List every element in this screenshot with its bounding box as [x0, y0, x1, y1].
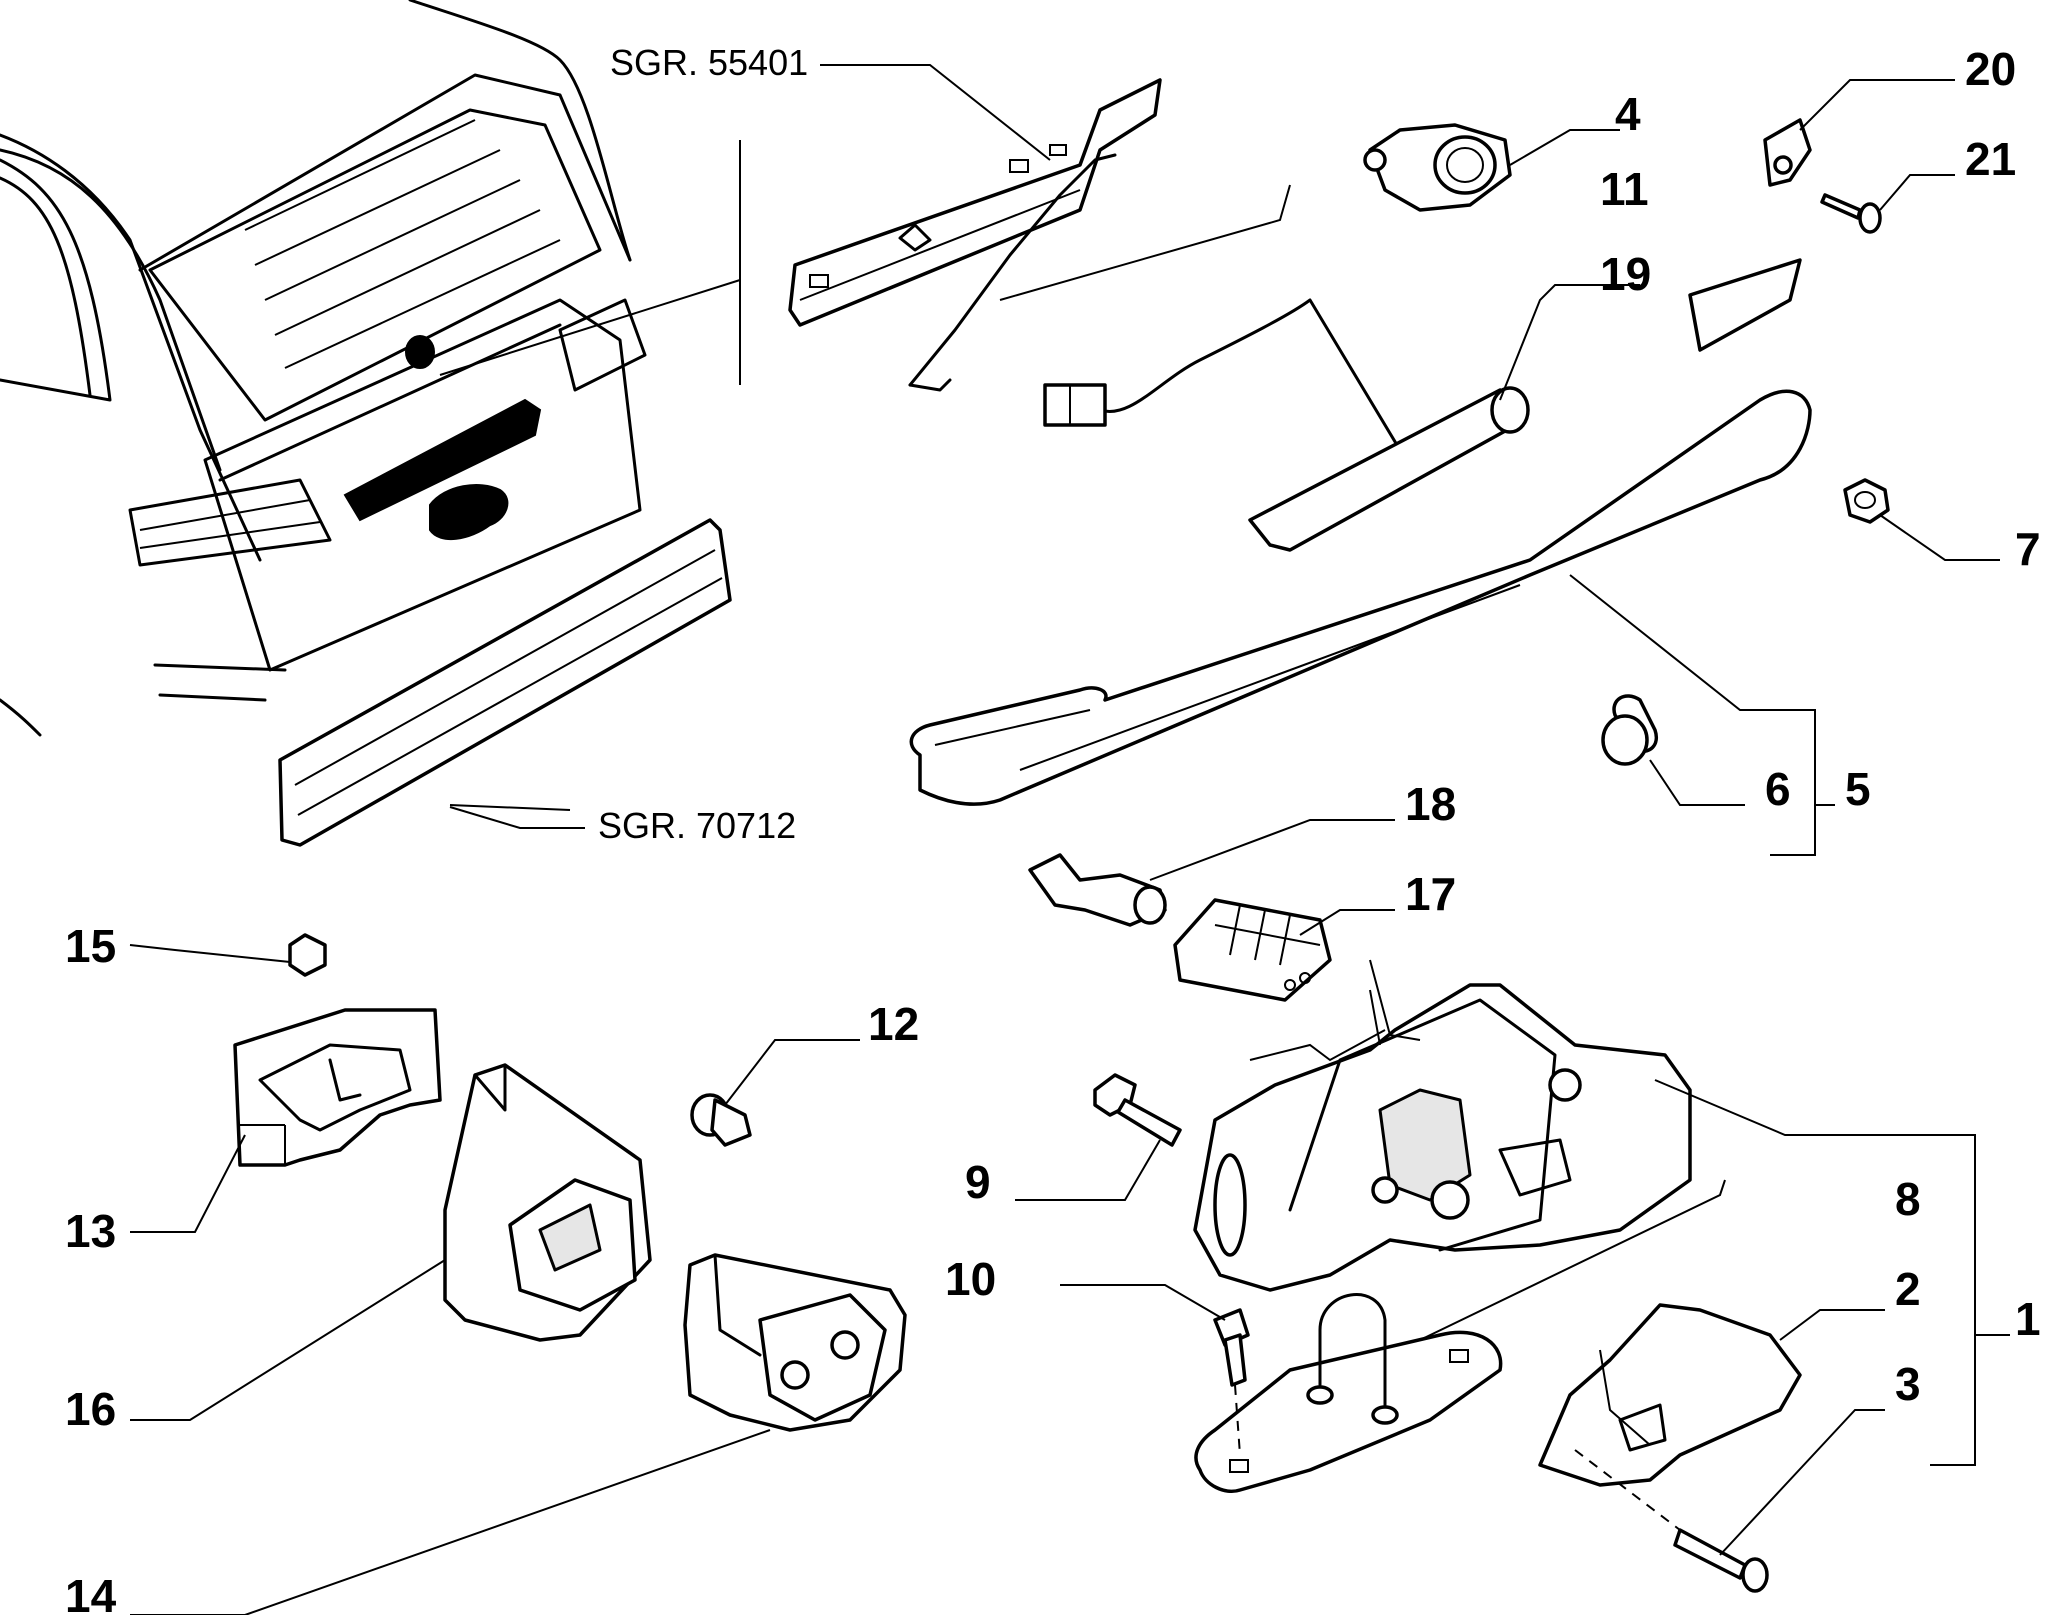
callout-2: 2 [1895, 1263, 1921, 1315]
part-14-buffer [683, 1253, 907, 1432]
callout-6: 6 [1765, 763, 1791, 815]
part-21-screw [1820, 193, 1882, 234]
callout-19: 19 [1600, 248, 1651, 300]
callout-20: 20 [1965, 43, 2016, 95]
callout-14: 14 [65, 1570, 117, 1615]
part-8-striker [1194, 1293, 1503, 1493]
part-18-terminal [1028, 853, 1167, 927]
part-13-bracket [233, 1008, 442, 1167]
part-6-handle-trim [909, 258, 1812, 806]
part-10-screw [1213, 1308, 1250, 1387]
callout-17: 17 [1405, 868, 1456, 920]
callout-12: 12 [868, 998, 919, 1050]
part-16-bumper-pad [443, 1063, 652, 1342]
part-17-connector [1173, 898, 1332, 1002]
part-2-cover [1538, 1303, 1802, 1487]
part-1-lock-mechanism [1193, 983, 1692, 1292]
part-6-grommet [1601, 694, 1658, 766]
callout-18: 18 [1405, 778, 1456, 830]
part-11-rod [908, 153, 1117, 392]
upper-rail-part [788, 78, 1162, 327]
rear-bumper-strip [278, 518, 732, 847]
callout-16: 16 [65, 1383, 116, 1435]
callout-1: 1 [2015, 1293, 2041, 1345]
callout-9: 9 [965, 1156, 991, 1208]
ref-lower: SGR. 70712 [598, 805, 796, 846]
part-7-nut [1843, 478, 1890, 524]
part-3-screw [1673, 1528, 1769, 1593]
callout-13: 13 [65, 1205, 116, 1257]
callout-7: 7 [2015, 523, 2041, 575]
callout-8: 8 [1895, 1173, 1921, 1225]
callout-3: 3 [1895, 1358, 1921, 1410]
callout-10: 10 [945, 1253, 996, 1305]
part-15-nut [288, 933, 327, 977]
part-19-cable [1043, 298, 1530, 552]
callout-21: 21 [1965, 133, 2016, 185]
callout-5: 5 [1845, 763, 1871, 815]
part-12-plug [690, 1093, 752, 1147]
callout-11: 11 [1600, 163, 1649, 215]
part-20-clip [1763, 118, 1812, 187]
callout-4: 4 [1615, 88, 1641, 140]
callout-numbers: 20 4 21 11 19 7 6 5 18 17 15 12 9 8 13 1… [65, 43, 2041, 1615]
ref-upper: SGR. 55401 [610, 42, 808, 83]
part-4-lock-cylinder [1363, 123, 1512, 212]
callout-15: 15 [65, 920, 116, 972]
part-9-bolt [1093, 1073, 1182, 1147]
car-rear-view [0, 0, 741, 737]
